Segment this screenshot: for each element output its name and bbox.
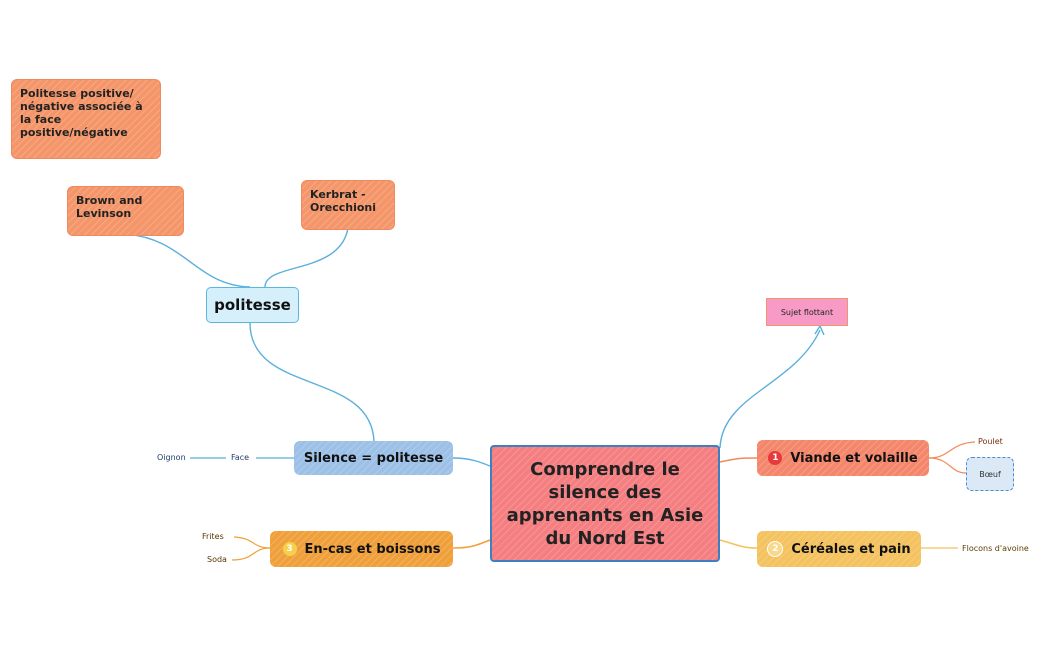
floating-topic-label: Sujet flottant [780,307,834,317]
topic-label: politesse [214,296,291,314]
topic-label: En-cas et boissons [304,541,441,557]
note-text: Politesse positive/ négative associée à … [20,87,143,139]
topic-cereales-et-pain[interactable]: 2 Céréales et pain [757,531,921,567]
number-badge-2: 2 [767,541,784,557]
topic-en-cas-et-boissons[interactable]: 3 En-cas et boissons [270,531,453,567]
topic-label: Kerbrat - Orecchioni [310,188,377,214]
number-badge-1: 1 [768,451,783,465]
topic-silence-politesse[interactable]: Silence = politesse [294,441,453,475]
central-topic-label: Comprendre le silence des apprenants en … [506,458,704,549]
topic-brown-and-levinson[interactable]: Brown and Levinson [67,186,184,236]
subtopic-poulet[interactable]: Poulet [978,437,1003,446]
topic-label: Silence = politesse [303,450,444,466]
subtopic-face[interactable]: Face [231,453,250,462]
floating-topic[interactable]: Sujet flottant [766,298,848,326]
subtopic-oignon[interactable]: Oignon [157,453,186,462]
subtopic-boeuf[interactable]: Bœuf [966,457,1014,491]
topic-label: Viande et volaille [790,450,918,466]
note-politesse-positive-negative[interactable]: Politesse positive/ négative associée à … [11,79,161,159]
topic-label: Céréales et pain [791,541,911,557]
subtopic-soda[interactable]: Soda [207,555,227,564]
topic-viande-et-volaille[interactable]: 1 Viande et volaille [757,440,929,476]
topic-label: Brown and Levinson [76,194,143,220]
number-badge-3: 3 [282,542,297,556]
topic-kerbrat-orecchioni[interactable]: Kerbrat - Orecchioni [301,180,395,230]
subtopic-frites[interactable]: Frites [202,532,224,541]
subtopic-flocons-davoine[interactable]: Flocons d'avoine [962,544,1029,553]
topic-politesse[interactable]: politesse [206,287,299,323]
central-topic[interactable]: Comprendre le silence des apprenants en … [490,445,720,562]
subtopic-label: Bœuf [979,469,1001,479]
